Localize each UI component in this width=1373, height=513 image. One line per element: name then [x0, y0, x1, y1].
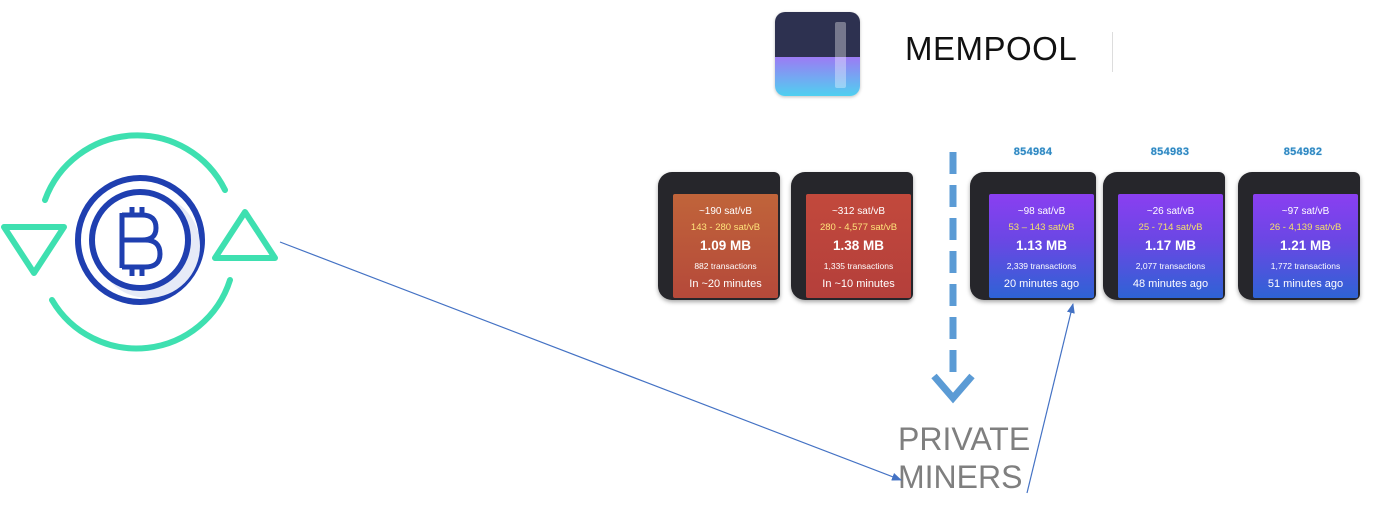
flow-arrow-to-miners: [279, 241, 902, 481]
block-number[interactable]: 854982: [1283, 146, 1323, 158]
private-miners-label: PRIVATE MINERS: [898, 420, 1030, 496]
bitcoin-cycle-icon: [1, 132, 278, 352]
block-mined-1[interactable]: ~98 sat/vB 53 – 143 sat/vB 1.13 MB 2,339…: [970, 172, 1096, 300]
block-fee: ~26 sat/vB: [1146, 206, 1195, 217]
block-transactions: 1,772 transactions: [1270, 261, 1341, 271]
block-time: 20 minutes ago: [1003, 278, 1080, 290]
block-size: 1.09 MB: [699, 238, 752, 253]
block-fee-range: 25 - 714 sat/vB: [1138, 222, 1203, 233]
block-fee-range: 53 – 143 sat/vB: [1008, 222, 1075, 233]
block-fee-range: 143 - 280 sat/vB: [690, 222, 761, 233]
block-pending-2[interactable]: ~312 sat/vB 280 - 4,577 sat/vB 1.38 MB 1…: [791, 172, 913, 300]
block-transactions: 882 transactions: [694, 261, 757, 271]
private-label-line2: MINERS: [898, 459, 1023, 495]
block-fee: ~312 sat/vB: [831, 206, 886, 217]
block-size: 1.13 MB: [1015, 238, 1068, 253]
block-fee: ~98 sat/vB: [1017, 206, 1066, 217]
block-transactions: 2,077 transactions: [1135, 261, 1206, 271]
block-fee: ~190 sat/vB: [698, 206, 753, 217]
block-number[interactable]: 854984: [1013, 146, 1053, 158]
block-fee-range: 26 - 4,139 sat/vB: [1269, 222, 1342, 233]
mempool-logo-icon: [775, 12, 860, 96]
block-size: 1.21 MB: [1279, 238, 1332, 253]
block-fee: ~97 sat/vB: [1281, 206, 1330, 217]
block-time: 48 minutes ago: [1132, 278, 1209, 290]
block-number[interactable]: 854983: [1150, 146, 1190, 158]
block-mined-3[interactable]: ~97 sat/vB 26 - 4,139 sat/vB 1.21 MB 1,7…: [1238, 172, 1360, 300]
block-time: In ~20 minutes: [689, 278, 762, 290]
private-label-line1: PRIVATE: [898, 421, 1031, 457]
title-divider: [1112, 32, 1113, 72]
block-time: 51 minutes ago: [1267, 278, 1344, 290]
block-size: 1.38 MB: [832, 238, 885, 253]
block-transactions: 1,335 transactions: [823, 261, 894, 271]
block-pending-1[interactable]: ~190 sat/vB 143 - 280 sat/vB 1.09 MB 882…: [658, 172, 780, 300]
block-mined-2[interactable]: ~26 sat/vB 25 - 714 sat/vB 1.17 MB 2,077…: [1103, 172, 1225, 300]
dashed-arrow-head: [931, 373, 975, 404]
block-time: In ~10 minutes: [822, 278, 895, 290]
flow-arrow-to-block: [1026, 303, 1075, 494]
block-transactions: 2,339 transactions: [1006, 261, 1077, 271]
block-size: 1.17 MB: [1144, 238, 1197, 253]
block-fee-range: 280 - 4,577 sat/vB: [819, 222, 898, 233]
page-title: MEMPOOL: [905, 30, 1078, 67]
